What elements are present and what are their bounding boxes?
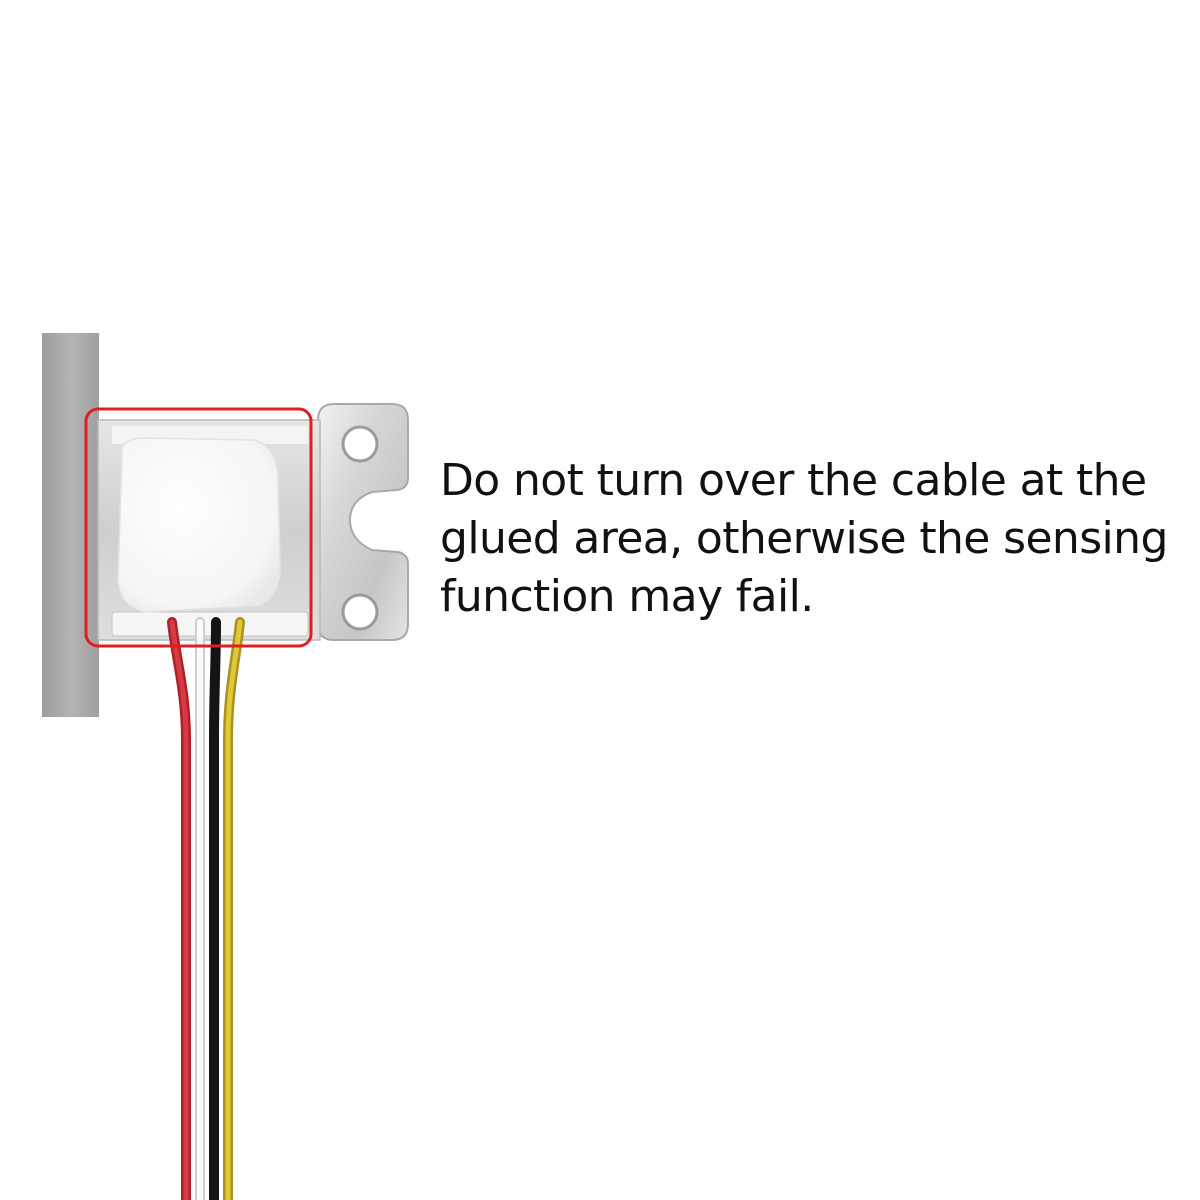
- warning-notice: Do not turn over the cable at the glued …: [440, 455, 1168, 622]
- mounting-tab: [317, 403, 409, 641]
- mounting-hole-top: [341, 425, 379, 463]
- load-cell-sensor-icon: [97, 403, 409, 641]
- sensor-cable-icon: [167, 617, 245, 1200]
- backing-plate: [42, 333, 99, 717]
- wire-black: [209, 617, 221, 1200]
- highlight-box-icon: [84, 407, 313, 648]
- glued-area: [117, 437, 281, 613]
- mounting-hole-bottom: [341, 593, 379, 631]
